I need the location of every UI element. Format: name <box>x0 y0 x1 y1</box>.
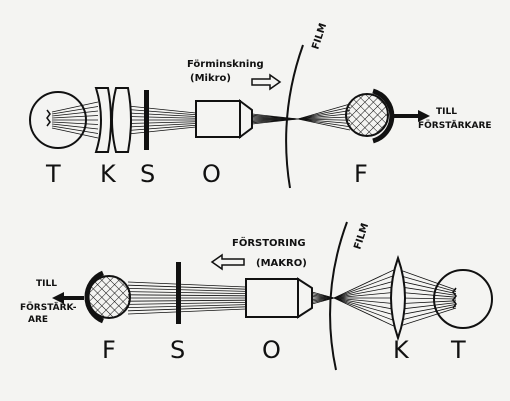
beam-ray <box>127 121 197 124</box>
beam-ray <box>333 297 399 305</box>
beam-ray <box>51 121 99 125</box>
bottom-mode-label-line2: (MAKRO) <box>256 258 307 269</box>
top-direction-arrow-right-icon <box>251 73 282 91</box>
bottom-lamp-icon <box>433 269 493 329</box>
beam-ray <box>297 118 351 128</box>
top-output-label-line1: TILL <box>436 107 457 117</box>
beam-ray <box>333 297 399 317</box>
beam-ray <box>399 269 457 291</box>
beam-ray <box>51 125 99 134</box>
beam-ray <box>127 116 197 119</box>
bottom-slit-icon <box>176 262 181 324</box>
top-film-icon <box>285 44 304 189</box>
beam-ray <box>127 302 247 305</box>
bottom-condenser-lens-icon <box>390 254 406 342</box>
top-condenser-lens-icon <box>94 87 132 153</box>
beam-ray <box>399 292 457 298</box>
top-objective-icon <box>195 99 253 139</box>
bottom-letter-f: F <box>102 336 116 364</box>
top-mode-label-line1: Förminskning <box>187 59 264 70</box>
beam-ray <box>333 297 399 311</box>
beam-ray <box>333 297 399 323</box>
bottom-letter-o: O <box>262 336 281 364</box>
bottom-photocell-icon <box>84 270 131 324</box>
top-slit-icon <box>144 90 149 150</box>
beam-ray <box>127 288 247 292</box>
top-setup: FILM TILL FÖRSTÄRKARE Förminskning (Mikr… <box>29 22 492 189</box>
beam-ray <box>399 307 457 327</box>
beam-ray <box>297 106 351 120</box>
top-photocell-icon <box>345 88 395 144</box>
beam-ray <box>297 110 351 120</box>
beam-ray <box>127 291 247 294</box>
beam-ray <box>127 306 247 312</box>
beam-ray <box>333 273 399 299</box>
beam-ray <box>51 110 99 117</box>
bottom-arrow-left-icon <box>52 292 84 304</box>
bottom-output-label-line3: ARE <box>28 315 48 325</box>
beam-ray <box>127 126 197 135</box>
top-lamp-icon <box>29 91 87 149</box>
bottom-letter-s: S <box>170 336 185 364</box>
beam-ray <box>127 304 247 308</box>
top-film-label: FILM <box>310 22 329 51</box>
bottom-film-label: FILM <box>352 222 371 251</box>
beam-ray <box>51 101 99 113</box>
beam-ray <box>333 279 399 299</box>
beam-ray <box>399 297 457 300</box>
beam-ray <box>399 304 457 316</box>
beam-ray <box>333 297 399 329</box>
beam-ray <box>127 308 247 315</box>
beam-ray <box>399 280 457 294</box>
bottom-film-icon <box>329 221 348 371</box>
beam-ray <box>127 123 197 128</box>
beam-ray <box>297 103 351 120</box>
bottom-output-label-line2: FÖRSTÄRK- <box>20 302 77 313</box>
beam-ray <box>51 123 99 130</box>
beam-ray <box>51 115 99 119</box>
beam-ray <box>127 284 247 290</box>
beam-ray <box>251 118 299 125</box>
beam-ray <box>51 106 99 115</box>
beam-ray <box>399 286 457 296</box>
top-letter-o: O <box>202 160 221 188</box>
top-letter-s: S <box>140 160 155 188</box>
beam-ray <box>297 113 351 120</box>
beam-ray <box>399 302 457 310</box>
bottom-letter-t: T <box>450 336 466 364</box>
beam-ray <box>127 299 247 302</box>
beam-ray <box>399 305 457 321</box>
beam-ray <box>51 127 99 139</box>
beam-ray <box>127 112 197 117</box>
bottom-direction-arrow-left-icon <box>210 253 245 271</box>
beam-ray <box>333 285 399 299</box>
beam-ray <box>127 105 197 114</box>
bottom-mode-label-line1: FÖRSTORING <box>232 235 306 249</box>
beam-ray <box>399 300 457 304</box>
top-letter-k: K <box>100 160 117 188</box>
beam-ray <box>127 109 197 116</box>
beam-ray <box>297 118 351 121</box>
beam-ray <box>297 118 351 131</box>
beam-ray <box>333 267 399 299</box>
bottom-output-label-line1: TILL <box>36 279 57 289</box>
beam-ray <box>127 124 197 131</box>
beam-ray <box>297 116 351 120</box>
beam-ray <box>297 118 351 124</box>
top-letter-f: F <box>354 160 368 188</box>
beam-ray <box>399 275 457 293</box>
bottom-letter-k: K <box>393 336 410 364</box>
top-output-label-line2: FÖRSTÄRKARE <box>418 120 492 131</box>
top-mode-label-line2: (Mikro) <box>190 73 231 84</box>
top-light-beam <box>51 101 351 139</box>
bottom-setup: TILL FÖRSTÄRK- ARE FILM FÖRSTORING (MAKR… <box>20 221 493 371</box>
beam-ray <box>127 294 247 297</box>
beam-ray <box>127 281 247 288</box>
top-arrow-right-icon <box>392 110 430 122</box>
beam-ray <box>333 291 399 299</box>
bottom-objective-icon <box>245 277 313 319</box>
top-letter-t: T <box>45 160 61 188</box>
